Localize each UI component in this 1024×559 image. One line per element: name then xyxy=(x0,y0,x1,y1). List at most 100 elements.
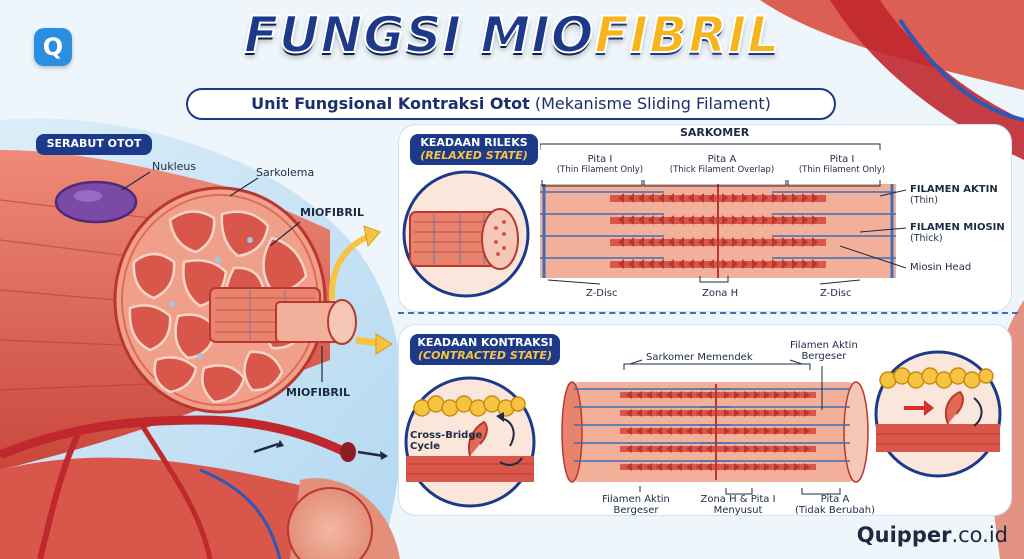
aktin-bergeser-top-2: Bergeser xyxy=(801,351,847,362)
myosin-head xyxy=(752,259,758,269)
myosin-head xyxy=(762,237,768,247)
myosin-head xyxy=(802,259,808,269)
myosin-head xyxy=(646,409,652,417)
myosin-head xyxy=(638,237,644,247)
myosin-head xyxy=(744,445,750,453)
band-a-label: Pita A xyxy=(707,154,737,165)
myosin-head xyxy=(774,391,780,399)
myosin-head xyxy=(804,427,810,435)
myosin-head xyxy=(636,445,642,453)
myosin-head xyxy=(668,259,674,269)
myosin-head xyxy=(802,215,808,225)
myosin-head xyxy=(666,391,672,399)
myosin-head xyxy=(774,463,780,471)
myosin-head xyxy=(812,193,818,203)
myosin-head xyxy=(628,193,634,203)
myosin-head xyxy=(706,427,712,435)
aktin-callout: FILAMEN AKTIN (Thin) xyxy=(910,184,998,206)
band-a-sub: (Thick Filament Overlap) xyxy=(669,165,775,175)
myosin-head xyxy=(784,463,790,471)
myosin-head xyxy=(698,259,704,269)
myosin-head xyxy=(762,259,768,269)
zona-h-label: Zona H xyxy=(702,288,739,299)
band-i-left-sub: (Thin Filament Only) xyxy=(556,165,644,175)
myosin-head xyxy=(744,391,750,399)
myosin-head xyxy=(794,427,800,435)
relaxed-zoom-circle xyxy=(402,170,530,298)
myosin-head xyxy=(696,445,702,453)
relaxed-sarcomere xyxy=(540,184,896,278)
myosin-head xyxy=(676,463,682,471)
myosin-head xyxy=(666,463,672,471)
aktin-sub: (Thin) xyxy=(910,195,938,206)
myosin-head xyxy=(744,427,750,435)
myosin-head xyxy=(784,409,790,417)
myosin-head xyxy=(794,409,800,417)
contracted-tag-label: KEADAAN KONTRAKSI xyxy=(417,336,553,349)
myosin-head xyxy=(658,259,664,269)
myosin-head xyxy=(804,391,810,399)
aktin-bergeser-bottom: Filamen Aktin Bergeser xyxy=(586,494,686,516)
page-subtitle: Unit Fungsional Kontraksi Otot (Mekanism… xyxy=(186,88,836,120)
subtitle-rest: (Mekanisme Sliding Filament) xyxy=(534,94,771,113)
myosin-head xyxy=(762,193,768,203)
myosin-head xyxy=(742,259,748,269)
miosin-callout: FILAMEN MIOSIN (Thick) xyxy=(910,222,1005,244)
myosin-head xyxy=(792,237,798,247)
myosin-head xyxy=(686,391,692,399)
myosin-head xyxy=(772,237,778,247)
myosin-head xyxy=(676,427,682,435)
myosin-head xyxy=(658,215,664,225)
page-title: FUNGSI MIOFIBRIL xyxy=(0,5,1024,65)
contracted-tag-english: (CONTRACTED STATE) xyxy=(418,348,552,362)
myosin-head xyxy=(628,259,634,269)
myosin-head xyxy=(696,427,702,435)
sarkomer-memendek-label: Sarkomer Memendek xyxy=(644,352,755,363)
myosin-head xyxy=(656,427,662,435)
myosin-head xyxy=(782,193,788,203)
myosin-head xyxy=(724,427,730,435)
myosin-head xyxy=(772,215,778,225)
band-i-right-sub: (Thin Filament Only) xyxy=(798,165,886,175)
myosin-head xyxy=(802,193,808,203)
sarkomer-label: SARKOMER xyxy=(680,126,750,139)
aktin-label: FILAMEN AKTIN xyxy=(910,184,998,195)
myosin-head xyxy=(754,391,760,399)
myosin-head xyxy=(742,237,748,247)
myosin-head xyxy=(648,193,654,203)
myosin-filament xyxy=(620,428,816,434)
myosin-head xyxy=(698,193,704,203)
band-i-left: Pita I (Thin Filament Only) xyxy=(548,154,652,175)
myosin-head xyxy=(666,427,672,435)
myosin-head xyxy=(626,427,632,435)
myosin-head xyxy=(794,391,800,399)
myosin-head xyxy=(698,215,704,225)
myosin-head xyxy=(724,463,730,471)
myosin-head xyxy=(722,237,728,247)
myosin-head xyxy=(812,215,818,225)
aktin-bergeser-top: Filamen Aktin Bergeser xyxy=(790,340,858,362)
myosin-head xyxy=(706,391,712,399)
myosin-head xyxy=(804,463,810,471)
myosin-head xyxy=(774,445,780,453)
myosin-head xyxy=(724,391,730,399)
myosin-head xyxy=(774,427,780,435)
myosin-head xyxy=(744,463,750,471)
myosin-head xyxy=(628,237,634,247)
aktin-bergeser-bottom-1: Filamen Aktin xyxy=(602,494,670,505)
myosin-head xyxy=(774,409,780,417)
myosin-head xyxy=(752,237,758,247)
myosin-head xyxy=(668,237,674,247)
myosin-filament xyxy=(620,410,816,416)
relaxed-tag-label: KEADAAN RILEKS xyxy=(420,136,528,149)
myosin-head xyxy=(732,215,738,225)
myosin-head xyxy=(812,237,818,247)
quipper-logo-icon: Q xyxy=(34,28,72,66)
myosin-head xyxy=(626,391,632,399)
myosin-head xyxy=(754,427,760,435)
myosin-head xyxy=(782,215,788,225)
myosin-head xyxy=(764,409,770,417)
myosin-head xyxy=(646,427,652,435)
myosin-head xyxy=(686,463,692,471)
